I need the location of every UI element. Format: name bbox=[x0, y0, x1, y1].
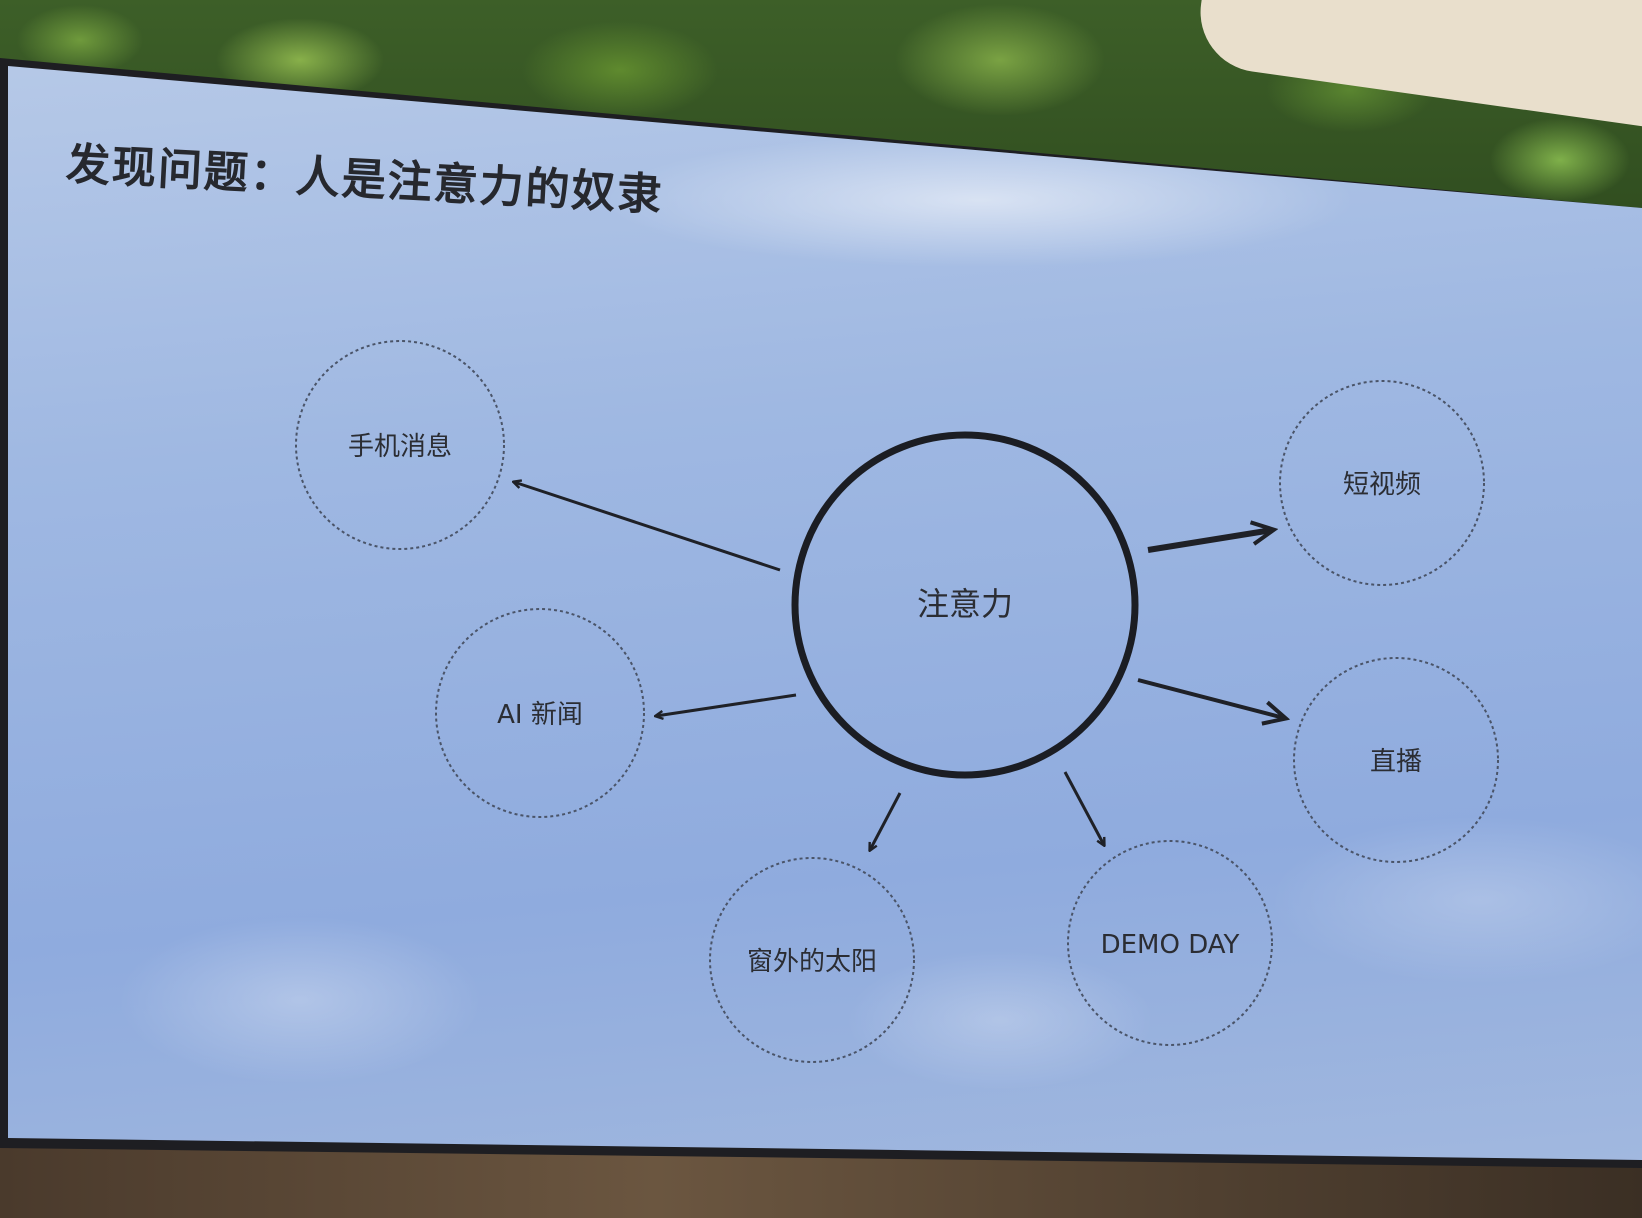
arrow-to-ai-news bbox=[656, 693, 797, 716]
center-label: 注意力 bbox=[917, 585, 1013, 623]
node-label: 短视频 bbox=[1343, 470, 1421, 500]
node-label: AI 新闻 bbox=[497, 700, 583, 730]
arrow-to-demo-day bbox=[1063, 771, 1104, 845]
center-node: 注意力 bbox=[791, 431, 1139, 779]
node-live-stream: 直播 bbox=[1293, 657, 1499, 863]
arrow-to-phone-messages bbox=[514, 482, 781, 572]
node-label: DEMO DAY bbox=[1101, 930, 1240, 960]
node-label: 窗外的太阳 bbox=[747, 947, 877, 977]
node-label: 直播 bbox=[1370, 747, 1422, 777]
node-ai-news: AI 新闻 bbox=[435, 608, 645, 818]
node-phone-messages: 手机消息 bbox=[295, 340, 505, 550]
center-circle bbox=[791, 431, 1139, 779]
node-demo-day: DEMO DAY bbox=[1067, 840, 1273, 1046]
node-label: 手机消息 bbox=[348, 432, 452, 462]
arrow-to-short-video bbox=[1147, 530, 1272, 553]
node-sun-outside: 窗外的太阳 bbox=[709, 857, 915, 1063]
arrow-to-live-stream bbox=[1137, 678, 1284, 718]
arrow-to-sun-outside bbox=[870, 792, 902, 850]
node-short-video: 短视频 bbox=[1279, 380, 1485, 586]
